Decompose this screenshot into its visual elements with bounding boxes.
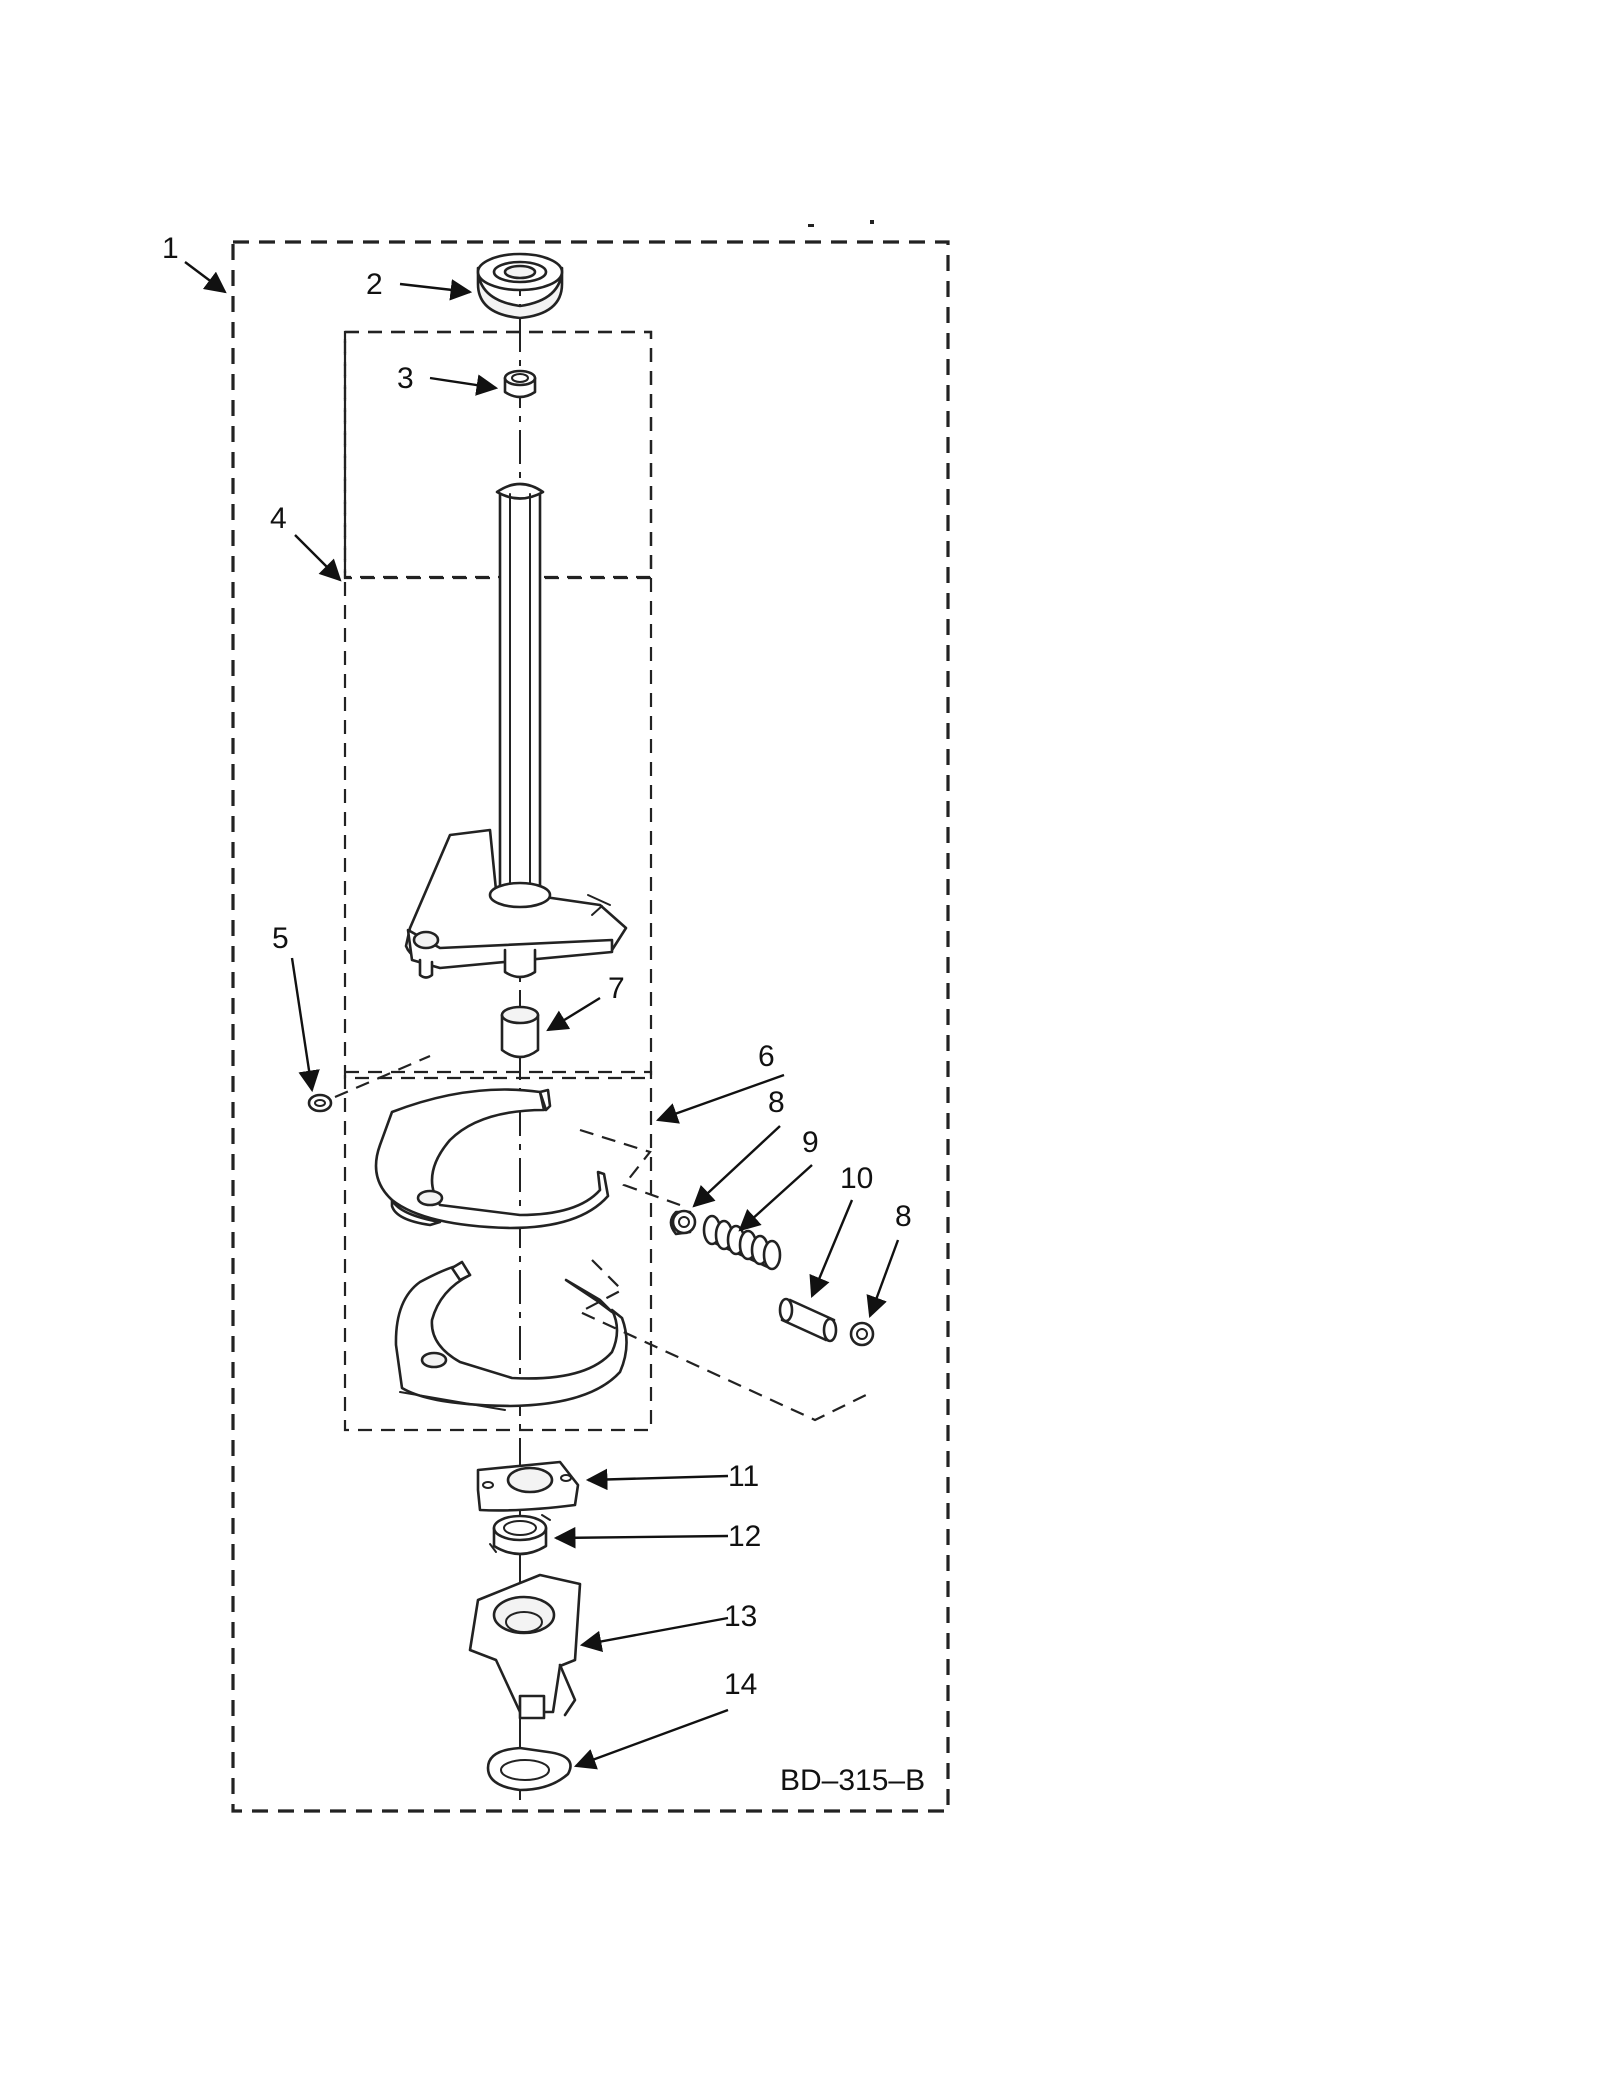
assembly-box-shaft (343, 330, 653, 579)
callout-11: 11 (728, 1460, 759, 1493)
callout-1: 1 (162, 232, 179, 265)
callout-10: 10 (840, 1162, 873, 1195)
callout-8-right: 8 (895, 1200, 912, 1233)
part-6-spring-guide-2 (577, 1259, 871, 1422)
assembly-box-outer (231, 240, 950, 1813)
callout-labels: 1 2 3 4 5 6 7 8 9 10 8 11 12 13 14 (162, 232, 912, 1701)
callout-7: 7 (608, 972, 625, 1005)
callout-6: 6 (758, 1040, 775, 1073)
stray-marks (808, 220, 874, 227)
washer-icon (669, 1209, 697, 1236)
callout-8-left: 8 (768, 1086, 785, 1119)
leader-lines (184, 261, 900, 1770)
assembly-box-shaft-outline (343, 330, 653, 580)
washer-icon (849, 1321, 875, 1347)
bearing-icon (503, 369, 537, 399)
brake-shoe-icon (374, 1088, 628, 1411)
washer-icon (307, 1093, 333, 1113)
pad-icon (476, 1460, 580, 1512)
ring-icon (489, 1514, 551, 1556)
assembly-box-6 (343, 1070, 653, 1432)
bushing-icon (500, 1005, 540, 1059)
diagram-code: BD–315–B (780, 1764, 925, 1797)
callout-13: 13 (724, 1600, 757, 1633)
callout-2: 2 (366, 268, 383, 301)
callout-9: 9 (802, 1126, 819, 1159)
part-6-spring-guide-1 (579, 1128, 681, 1207)
part-5-dashed-line (334, 1054, 431, 1099)
spring-icon (702, 1214, 782, 1271)
callout-12: 12 (728, 1520, 761, 1553)
seal-icon (476, 252, 564, 320)
callout-4: 4 (270, 502, 287, 535)
callout-5: 5 (272, 922, 289, 955)
cylinder-icon (778, 1297, 838, 1343)
snap-ring-icon (486, 1746, 572, 1792)
assembly-box-4-real (343, 330, 653, 1080)
cam-icon (468, 1573, 582, 1720)
callout-3: 3 (397, 362, 414, 395)
shaft-bracket-icon (404, 482, 628, 979)
callout-14: 14 (724, 1668, 757, 1701)
